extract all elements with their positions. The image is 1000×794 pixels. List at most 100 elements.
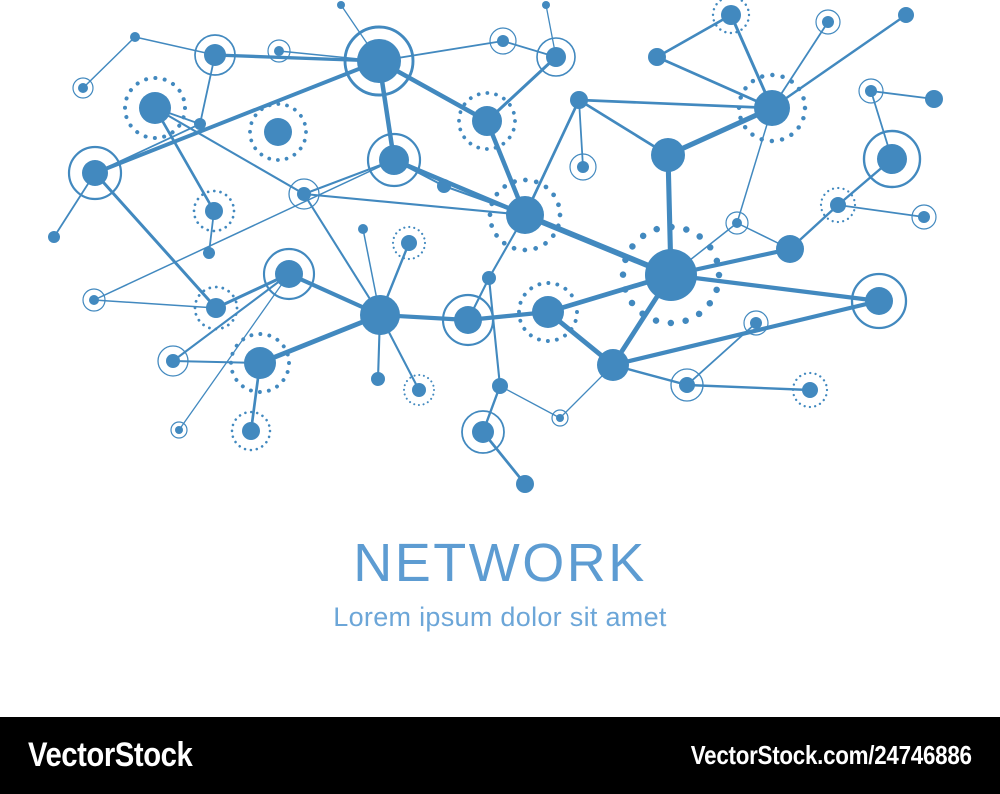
node-solid-ring bbox=[862, 129, 922, 189]
network-node bbox=[203, 247, 215, 259]
network-link bbox=[257, 312, 383, 366]
node-dotted-ring bbox=[619, 223, 723, 327]
network-link bbox=[668, 272, 882, 304]
network-node bbox=[366, 132, 422, 188]
network-node bbox=[402, 373, 436, 407]
node-dot bbox=[358, 224, 368, 234]
node-dot bbox=[401, 235, 417, 251]
node-dot bbox=[206, 298, 226, 318]
network-node bbox=[248, 102, 308, 162]
node-dot bbox=[274, 46, 284, 56]
network-node bbox=[898, 7, 914, 23]
node-dotted-ring bbox=[736, 72, 808, 144]
network-node bbox=[262, 247, 316, 301]
node-dot bbox=[918, 211, 930, 223]
node-dot bbox=[597, 349, 629, 381]
node-solid-ring bbox=[743, 310, 769, 336]
network-node bbox=[482, 271, 496, 285]
page-subtitle: Lorem ipsum dolor sit amet bbox=[333, 601, 667, 632]
node-solid-ring bbox=[461, 410, 505, 454]
footer-url-label: VectorStock.com/24746886 bbox=[691, 740, 972, 770]
node-dotted-ring bbox=[711, 0, 751, 35]
node-dotted-ring bbox=[192, 189, 236, 233]
node-solid-ring bbox=[815, 9, 841, 35]
network-node bbox=[193, 285, 239, 331]
node-solid-ring bbox=[288, 178, 320, 210]
node-dotted-ring bbox=[457, 91, 517, 151]
node-dot bbox=[130, 32, 140, 42]
network-link bbox=[153, 106, 306, 196]
network-node bbox=[371, 372, 385, 386]
node-dot bbox=[360, 295, 400, 335]
node-dot bbox=[648, 48, 666, 66]
node-dot bbox=[802, 382, 818, 398]
network-node bbox=[743, 310, 769, 336]
network-link bbox=[655, 13, 733, 59]
node-dot bbox=[577, 161, 589, 173]
node-solid-ring bbox=[262, 247, 316, 301]
network-node bbox=[267, 39, 291, 63]
artboard: NETWORK Lorem ipsum dolor sit amet bbox=[48, 0, 943, 632]
node-solid-ring bbox=[725, 211, 749, 235]
node-dot bbox=[242, 422, 260, 440]
network-link bbox=[577, 98, 774, 110]
node-dotted-ring bbox=[402, 373, 436, 407]
node-dot bbox=[679, 377, 695, 393]
node-solid-ring bbox=[850, 272, 908, 330]
node-dot bbox=[379, 145, 409, 175]
node-dot bbox=[651, 138, 685, 172]
network-link bbox=[578, 99, 584, 168]
node-dot bbox=[472, 421, 494, 443]
node-dot bbox=[556, 414, 564, 422]
network-link bbox=[82, 36, 136, 89]
node-dot bbox=[297, 187, 311, 201]
network-node bbox=[736, 72, 808, 144]
node-dot bbox=[542, 1, 550, 9]
node-dot bbox=[482, 271, 496, 285]
node-solid-ring bbox=[551, 409, 569, 427]
watermark-footer: VectorStock VectorStock.com/24746886 bbox=[0, 717, 1000, 794]
network-node bbox=[441, 293, 495, 347]
network-link bbox=[93, 171, 218, 310]
node-dot bbox=[776, 235, 804, 263]
network-illustration bbox=[48, 0, 943, 493]
node-dotted-ring bbox=[487, 177, 563, 253]
network-node bbox=[337, 1, 345, 9]
network-node bbox=[122, 75, 188, 141]
node-dot bbox=[166, 354, 180, 368]
node-dot bbox=[516, 475, 534, 493]
network-node bbox=[82, 288, 106, 312]
node-solid-ring bbox=[67, 145, 123, 201]
network-node bbox=[492, 378, 508, 394]
node-solid-ring bbox=[536, 37, 576, 77]
network-node bbox=[192, 189, 236, 233]
node-dotted-ring bbox=[193, 285, 239, 331]
network-link bbox=[153, 106, 216, 213]
network-node bbox=[194, 34, 236, 76]
node-dot bbox=[337, 1, 345, 9]
network-node bbox=[619, 223, 723, 327]
node-dotted-ring bbox=[229, 332, 291, 394]
network-node bbox=[651, 138, 685, 172]
node-dot bbox=[732, 218, 742, 228]
node-dot bbox=[546, 47, 566, 67]
network-node bbox=[776, 235, 804, 263]
network-node bbox=[711, 0, 751, 35]
node-dot bbox=[204, 44, 226, 66]
node-dot bbox=[48, 231, 60, 243]
network-link bbox=[685, 383, 812, 392]
network-node bbox=[487, 177, 563, 253]
network-node bbox=[516, 475, 534, 493]
network-link bbox=[577, 98, 670, 157]
node-dot bbox=[472, 106, 502, 136]
node-dot bbox=[139, 92, 171, 124]
node-dot bbox=[357, 39, 401, 83]
network-node bbox=[157, 345, 189, 377]
network-node bbox=[925, 90, 943, 108]
node-dot bbox=[82, 160, 108, 186]
network-node bbox=[597, 349, 629, 381]
network-link bbox=[93, 59, 381, 175]
network-node bbox=[542, 1, 550, 9]
node-dotted-ring bbox=[391, 225, 427, 261]
